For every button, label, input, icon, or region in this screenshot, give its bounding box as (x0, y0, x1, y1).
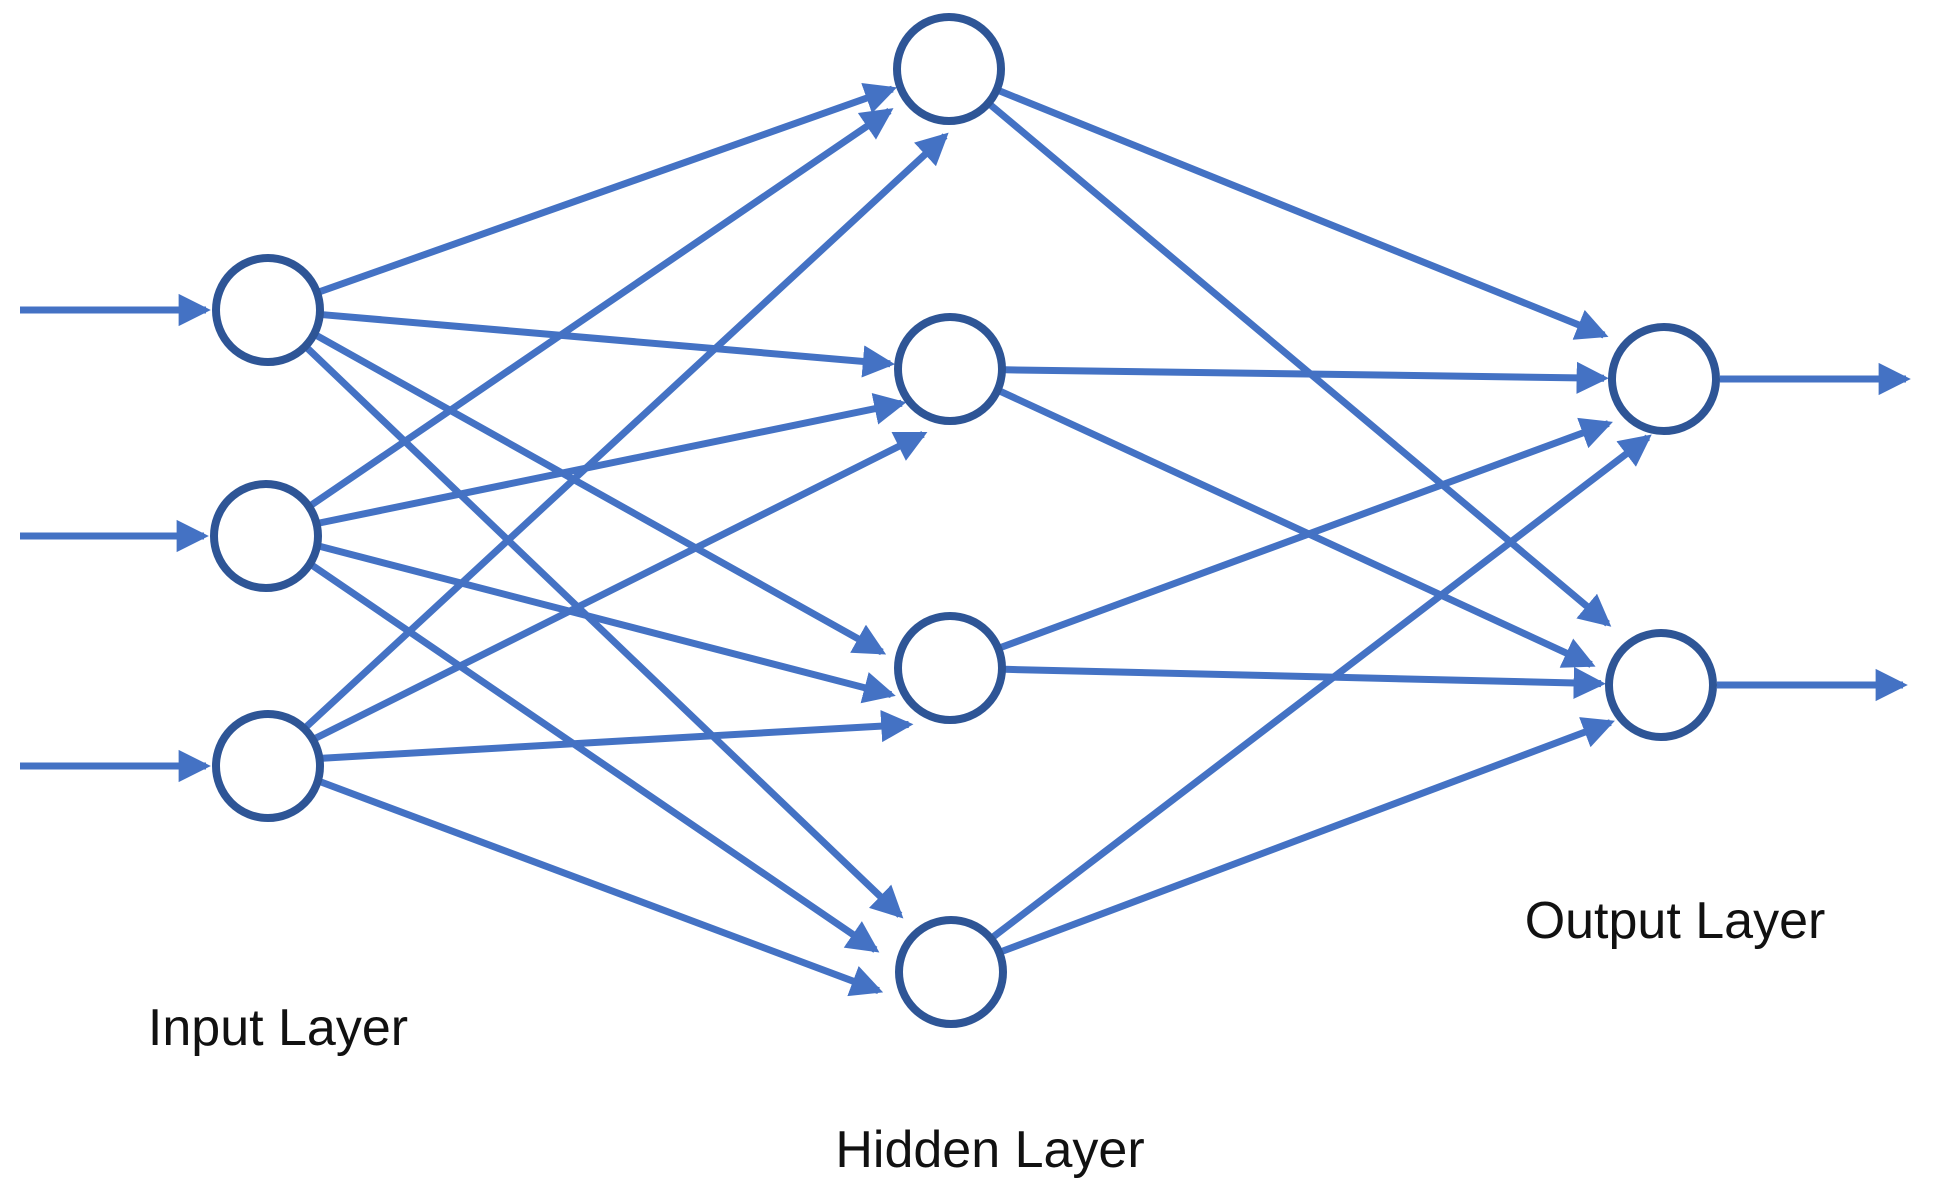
hidden-1-node (893, 13, 1005, 125)
edge-input-2-to-hidden-3 (319, 543, 896, 704)
edges-group (304, 82, 1652, 997)
edge-input-1-to-hidden-4 (305, 345, 904, 919)
edge-hidden-2-to-output-1 (1004, 361, 1609, 394)
edge-hidden-3-to-output-2 (1004, 665, 1606, 700)
input-2-node (210, 480, 322, 592)
input-3-node (212, 710, 324, 822)
external-arrows-group (20, 293, 1911, 783)
edge-hidden-4-to-output-2 (1000, 717, 1615, 955)
edge-input-3-to-hidden-2 (313, 431, 928, 742)
edge-input-3-to-hidden-1 (304, 132, 949, 730)
edge-input-1-to-hidden-1 (318, 82, 897, 295)
hidden-layer-label: Hidden Layer (835, 1121, 1144, 1179)
input-1-node (212, 254, 324, 366)
nodes-group (210, 13, 1720, 1028)
edge-hidden-4-to-output-1 (991, 434, 1652, 940)
hidden-2-node (894, 313, 1006, 425)
output-2-node (1605, 629, 1717, 741)
edge-input-2-to-hidden-1 (309, 108, 894, 508)
edge-hidden-3-to-output-1 (999, 417, 1613, 651)
hidden-4-node (895, 916, 1007, 1028)
hidden-3-node (894, 612, 1006, 724)
edge-input-2-to-hidden-2 (318, 392, 907, 527)
edge-input-2-to-hidden-4 (310, 562, 880, 953)
edge-hidden-1-to-output-1 (998, 87, 1609, 340)
edge-input-3-to-hidden-4 (319, 778, 884, 997)
output-layer-label: Output Layer (1525, 892, 1826, 950)
edge-hidden-2-to-output-2 (998, 388, 1596, 668)
edge-input-1-to-hidden-2 (322, 311, 896, 378)
edge-input-3-to-hidden-3 (322, 709, 914, 762)
input-layer-label: Input Layer (148, 999, 408, 1057)
edge-input-1-to-hidden-3 (314, 332, 887, 656)
output-1-node (1608, 323, 1720, 435)
edge-hidden-1-to-output-2 (988, 102, 1612, 627)
